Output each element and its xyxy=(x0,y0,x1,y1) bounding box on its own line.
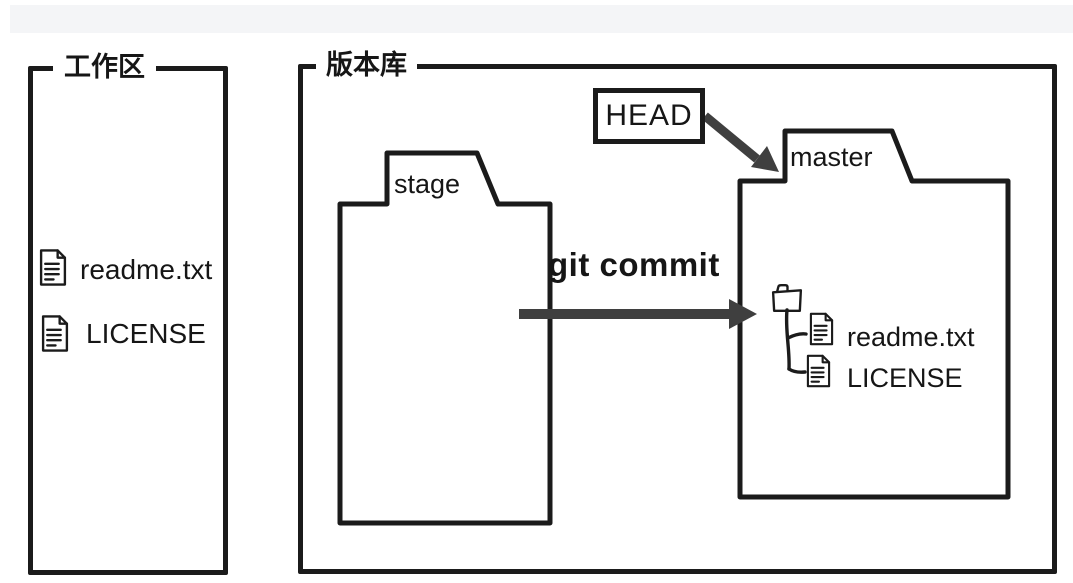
stage-folder-label: stage xyxy=(394,169,461,199)
stage-folder-shape xyxy=(337,150,553,526)
document-icon xyxy=(41,315,69,352)
head-pointer-label: HEAD xyxy=(605,99,693,132)
master-file-readme: readme.txt xyxy=(847,322,975,352)
commit-tree-connector xyxy=(784,308,808,374)
workspace-box-label: 工作区 xyxy=(53,52,156,83)
folder-icon xyxy=(771,283,803,313)
workspace-file-license: LICENSE xyxy=(86,318,206,349)
head-pointer-box: HEAD xyxy=(593,88,705,144)
repository-box-label: 版本库 xyxy=(316,50,417,81)
document-icon xyxy=(809,312,834,346)
document-icon xyxy=(39,249,67,286)
commit-arrow xyxy=(519,299,757,329)
head-arrow xyxy=(702,112,779,172)
master-folder-shape xyxy=(737,128,1011,500)
top-band xyxy=(10,5,1073,33)
document-icon xyxy=(806,354,831,388)
master-folder-label: master xyxy=(790,142,873,172)
commit-arrow-label: git commit xyxy=(548,246,720,283)
workspace-file-readme: readme.txt xyxy=(80,254,213,285)
workspace-box: 工作区 xyxy=(28,52,228,575)
master-file-license: LICENSE xyxy=(847,363,963,393)
repository-box: 版本库 xyxy=(298,50,1057,574)
